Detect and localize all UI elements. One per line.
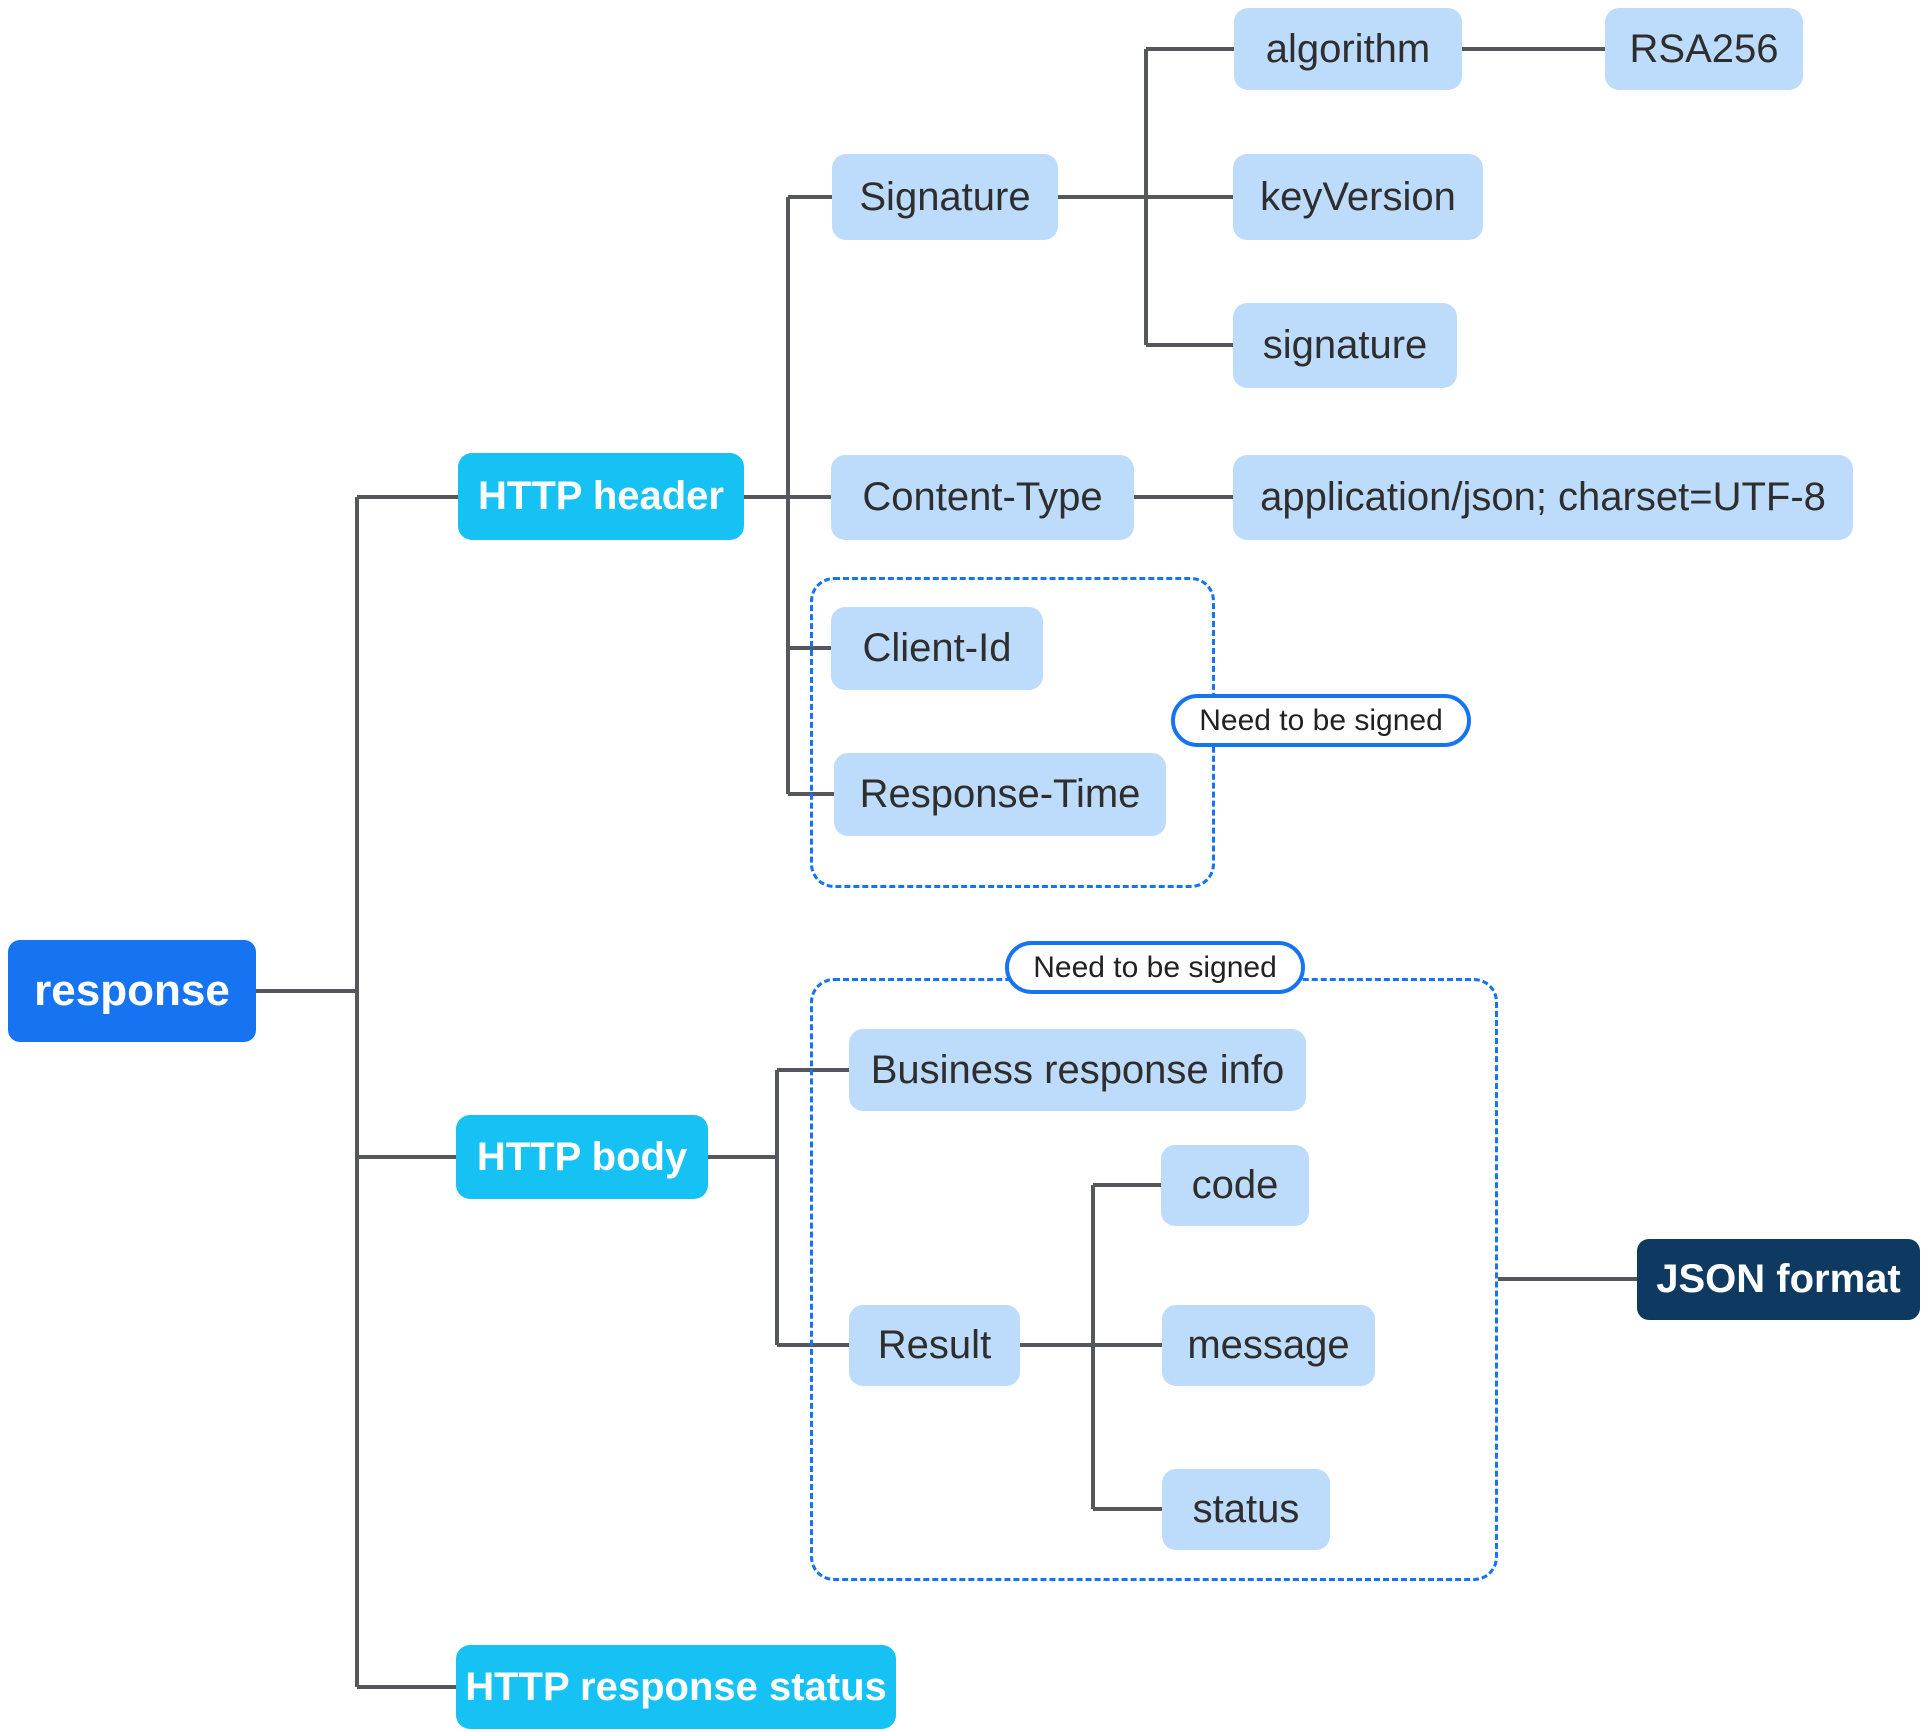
node-code[interactable]: code	[1161, 1145, 1309, 1226]
node-response[interactable]: response	[8, 940, 256, 1042]
node-algorithm[interactable]: algorithm	[1234, 8, 1462, 90]
node-signature[interactable]: Signature	[832, 154, 1058, 240]
node-signature-field[interactable]: signature	[1233, 303, 1457, 388]
node-message[interactable]: message	[1162, 1305, 1375, 1386]
node-http-body[interactable]: HTTP body	[456, 1115, 708, 1199]
node-result[interactable]: Result	[849, 1305, 1020, 1386]
node-content-type[interactable]: Content-Type	[831, 455, 1134, 540]
node-http-response-status[interactable]: HTTP response status	[456, 1645, 896, 1729]
connector-result-branch	[1020, 1183, 1162, 1511]
node-client-id[interactable]: Client-Id	[831, 607, 1043, 690]
connector-signature-branch	[1058, 47, 1605, 347]
node-business-response-info[interactable]: Business response info	[849, 1029, 1306, 1111]
badge-need-to-be-signed-header[interactable]: Need to be signed	[1171, 694, 1471, 747]
node-algorithm-value[interactable]: RSA256	[1605, 8, 1803, 90]
node-key-version[interactable]: keyVersion	[1233, 154, 1483, 240]
connector-root-trunk	[256, 495, 458, 1689]
node-response-time[interactable]: Response-Time	[834, 753, 1166, 836]
badge-need-to-be-signed-body[interactable]: Need to be signed	[1005, 941, 1305, 994]
connector-body-branch	[708, 1068, 849, 1347]
node-http-header[interactable]: HTTP header	[458, 453, 744, 540]
connector-header-branch	[744, 195, 834, 796]
node-content-type-value[interactable]: application/json; charset=UTF-8	[1233, 455, 1853, 540]
node-status[interactable]: status	[1162, 1469, 1330, 1550]
node-json-format[interactable]: JSON format	[1637, 1239, 1920, 1320]
